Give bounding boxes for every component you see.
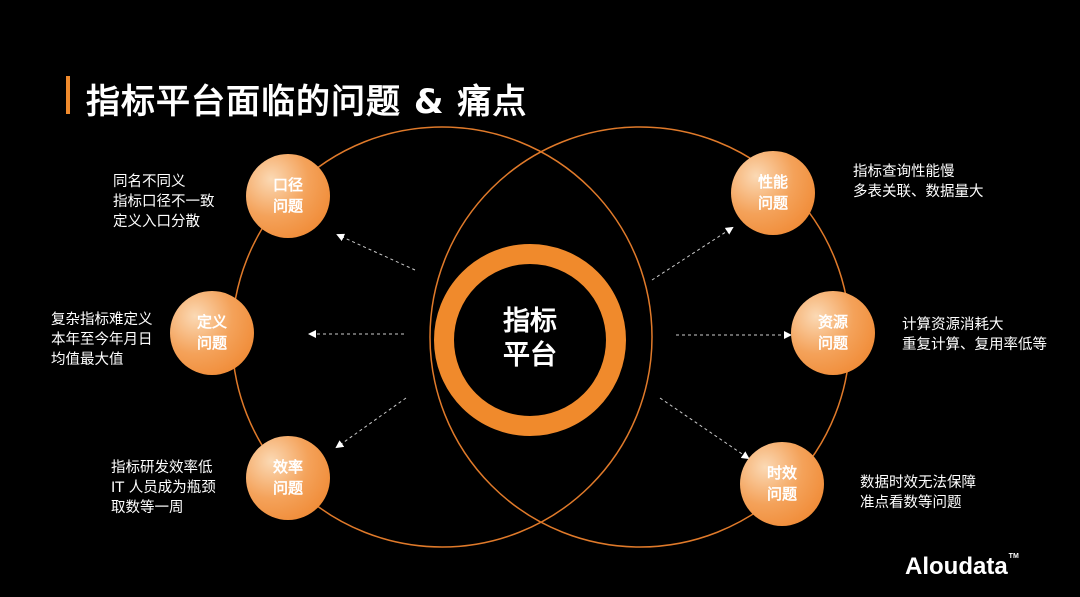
desc-line: 本年至今年月日 <box>51 332 153 348</box>
desc-xingneng: 指标查询性能慢多表关联、数据量大 <box>853 162 984 202</box>
desc-line: 定义入口分散 <box>113 214 200 230</box>
bubble-koujing: 口径问题 <box>246 154 330 238</box>
bubble-xingneng: 性能问题 <box>731 151 815 235</box>
desc-line: 计算资源消耗大 <box>902 317 1004 333</box>
desc-line: 取数等一周 <box>111 500 184 516</box>
arrow-to-koujing <box>336 233 416 271</box>
center-label-line1: 指标 <box>503 306 557 337</box>
desc-line: 指标研发效率低 <box>111 460 213 476</box>
desc-line: 准点看数等问题 <box>860 495 962 511</box>
aloudata-logo: AloudataTM <box>905 553 1019 581</box>
arrow-to-shixiao <box>659 397 750 460</box>
bubble-label: 问题 <box>196 334 227 352</box>
bubble-ziyuan: 资源问题 <box>791 291 875 375</box>
bubble-label: 时效 <box>766 464 797 482</box>
desc-koujing: 同名不同义指标口径不一致定义入口分散 <box>113 172 215 232</box>
desc-line: IT 人员成为瓶颈 <box>111 480 216 496</box>
bubble-xiaolv: 效率问题 <box>246 436 330 520</box>
arrow-to-xiaolv <box>335 397 407 449</box>
desc-line: 均值最大值 <box>51 352 124 368</box>
arrow-to-xingneng <box>651 226 734 281</box>
desc-line: 复杂指标难定义 <box>51 312 153 328</box>
bubble-label: 效率 <box>272 458 303 476</box>
desc-line: 多表关联、数据量大 <box>853 184 984 200</box>
desc-line: 指标口径不一致 <box>113 194 215 210</box>
desc-shixiao: 数据时效无法保障准点看数等问题 <box>860 473 976 513</box>
desc-line: 指标查询性能慢 <box>853 164 955 180</box>
desc-ziyuan: 计算资源消耗大重复计算、复用率低等 <box>902 315 1047 355</box>
title-accent-bar <box>66 76 70 114</box>
desc-xiaolv: 指标研发效率低 IT 人员成为瓶颈取数等一周 <box>111 458 216 518</box>
desc-dingyi: 复杂指标难定义本年至今年月日均值最大值 <box>51 310 153 370</box>
bubble-label: 口径 <box>272 176 303 194</box>
bubble-label: 问题 <box>817 334 848 352</box>
center-ring <box>434 244 626 436</box>
bubble-label: 问题 <box>272 197 303 215</box>
logo-text: Aloudata <box>905 553 1008 580</box>
bubble-label: 问题 <box>766 485 797 503</box>
desc-line: 数据时效无法保障 <box>860 475 976 491</box>
bubble-shixiao: 时效问题 <box>740 442 824 526</box>
bubble-label: 问题 <box>272 479 303 497</box>
bubble-label: 定义 <box>196 313 227 331</box>
desc-line: 重复计算、复用率低等 <box>902 337 1047 353</box>
bubble-label: 性能 <box>757 173 788 191</box>
logo-trademark: TM <box>1008 553 1019 560</box>
center-label: 指标 平台 <box>480 305 580 373</box>
bubble-dingyi: 定义问题 <box>170 291 254 375</box>
page-title: 指标平台面临的问题 & 痛点 <box>86 82 528 122</box>
bubble-label: 资源 <box>817 313 848 331</box>
bubble-label: 问题 <box>757 194 788 212</box>
center-label-line2: 平台 <box>503 340 557 371</box>
desc-line: 同名不同义 <box>113 174 186 190</box>
